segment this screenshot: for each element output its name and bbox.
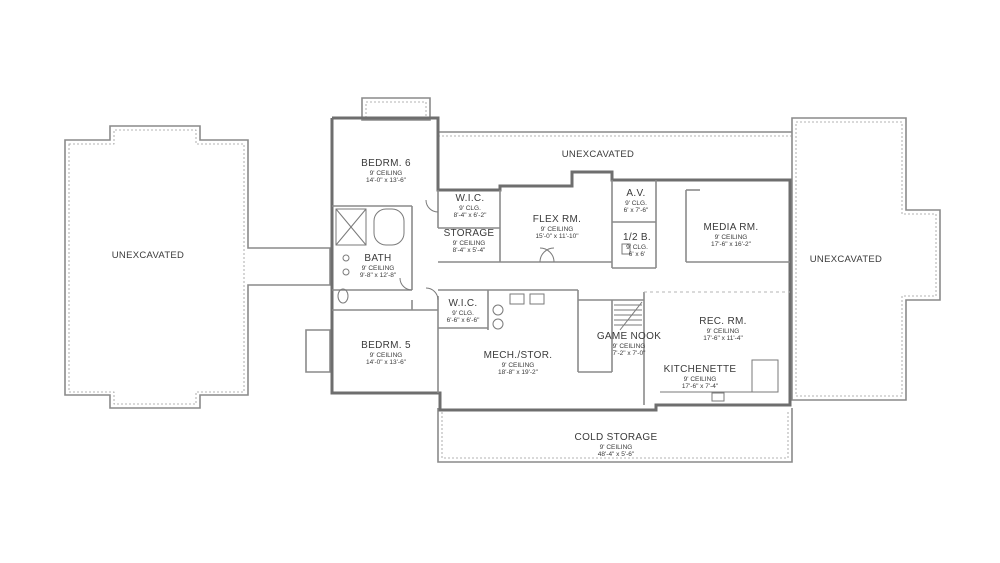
room-ceiling: 9' CEILING: [361, 264, 395, 272]
mechanical-fixtures: [492, 293, 545, 330]
room-ceiling: 9' CLG.: [625, 199, 647, 207]
room-name: A.V.: [626, 188, 646, 199]
wic-bottom-label: W.I.C. 9' CLG. 6'-6" x 6'-6": [447, 298, 480, 324]
room-size: 14'-0" x 13'-6": [366, 176, 406, 184]
bedrm5-label: BEDRM. 5 9' CEILING 14'-0" x 13'-6": [361, 340, 411, 366]
av-label: A.V. 9' CLG. 6' x 7'-6": [624, 188, 649, 214]
room-ceiling: 9' CEILING: [452, 239, 486, 247]
bump-out-left: [305, 329, 331, 373]
room-name: FLEX RM.: [532, 214, 582, 225]
room-name: MEDIA RM.: [703, 222, 759, 233]
media-room-label: MEDIA RM. 9' CEILING 17'-6" x 16'-2": [704, 222, 759, 248]
half-bath-label: 1/2 B. 9' CLG. 6' x 6': [623, 232, 651, 258]
room-name: W.I.C.: [455, 193, 485, 204]
cold-storage-area: [437, 408, 793, 463]
room-name: UNEXCAVATED: [809, 254, 883, 265]
room-name: UNEXCAVATED: [561, 149, 635, 160]
room-ceiling: 9' CLG.: [626, 243, 648, 251]
room-size: 14'-0" x 13'-6": [366, 358, 406, 366]
cold-storage-label: COLD STORAGE 9' CEILING 48'-4" x 5'-6": [575, 432, 658, 458]
room-size: 6' x 7'-6": [623, 206, 649, 214]
room-ceiling: 9' CEILING: [612, 342, 646, 350]
interior-walls: [332, 180, 790, 405]
bath-label: BATH 9' CEILING 9'-8" x 12'-8": [360, 253, 396, 279]
room-name: BEDRM. 6: [361, 158, 411, 169]
room-name: 1/2 B.: [623, 232, 651, 243]
room-ceiling: 9' CEILING: [599, 443, 633, 451]
room-ceiling: 9' CEILING: [714, 233, 748, 241]
mech-stor-label: MECH./STOR. 9' CEILING 18'-8" x 19'-2": [484, 350, 553, 376]
unexcavated-right-area: [791, 117, 941, 401]
room-ceiling: 9' CEILING: [369, 351, 403, 359]
room-name: KITCHENETTE: [663, 364, 737, 375]
room-size: 48'-4" x 5'-6": [597, 450, 635, 458]
room-name: MECH./STOR.: [483, 350, 553, 361]
room-ceiling: 9' CLG.: [452, 309, 474, 317]
room-size: 17'-6" x 16'-2": [711, 240, 751, 248]
room-name: BEDRM. 5: [361, 340, 411, 351]
bedrm6-label: BEDRM. 6 9' CEILING 14'-0" x 13'-6": [361, 158, 411, 184]
unexcavated-right-label: UNEXCAVATED: [809, 254, 883, 266]
bath-fixtures: [335, 208, 631, 304]
room-size: 17'-6" x 11'-4": [703, 334, 743, 342]
room-ceiling: 9' CEILING: [706, 327, 740, 335]
flex-room-label: FLEX RM. 9' CEILING 15'-0" x 11'-10": [533, 214, 582, 240]
kitchenette-fixtures: [660, 359, 779, 402]
unexcavated-left-area: [64, 125, 331, 409]
unexcavated-top-label: UNEXCAVATED: [561, 149, 635, 161]
room-ceiling: 9' CEILING: [369, 169, 403, 177]
room-name: BATH: [364, 253, 392, 264]
storage-label: STORAGE 9' CEILING 8'-4" x 5'-4": [444, 228, 495, 254]
room-ceiling: 9' CEILING: [683, 375, 717, 383]
room-size: 6'-6" x 6'-6": [446, 316, 480, 324]
unexcavated-left-label: UNEXCAVATED: [111, 250, 185, 262]
room-ceiling: 9' CLG.: [459, 204, 481, 212]
bay-window-top: [361, 97, 431, 121]
stairs: [614, 301, 643, 331]
door-swings: [399, 199, 555, 301]
room-size: 9'-8" x 12'-8": [359, 271, 397, 279]
rec-room-label: REC. RM. 9' CEILING 17'-6" x 11'-4": [699, 316, 746, 342]
room-size: 7'-2" x 7'-0": [612, 349, 646, 357]
room-ceiling: 9' CEILING: [540, 225, 574, 233]
wic-top-label: W.I.C. 9' CLG. 8'-4" x 6'-2": [454, 193, 487, 219]
room-ceiling: 9' CEILING: [501, 361, 535, 369]
room-size: 8'-4" x 5'-4": [452, 246, 486, 254]
room-name: UNEXCAVATED: [111, 250, 185, 261]
room-name: STORAGE: [443, 228, 495, 239]
room-name: GAME NOOK: [596, 331, 662, 342]
kitchenette-label: KITCHENETTE 9' CEILING 17'-6" x 7'-4": [664, 364, 737, 390]
room-name: W.I.C.: [448, 298, 478, 309]
room-size: 6' x 6': [628, 250, 646, 258]
game-nook-label: GAME NOOK 9' CEILING 7'-2" x 7'-0": [597, 331, 661, 357]
room-name: COLD STORAGE: [574, 432, 658, 443]
room-size: 17'-6" x 7'-4": [681, 382, 719, 390]
room-size: 15'-0" x 11'-10": [535, 232, 579, 240]
room-size: 8'-4" x 6'-2": [453, 211, 487, 219]
room-name: REC. RM.: [699, 316, 747, 327]
room-size: 18'-8" x 19'-2": [498, 368, 538, 376]
